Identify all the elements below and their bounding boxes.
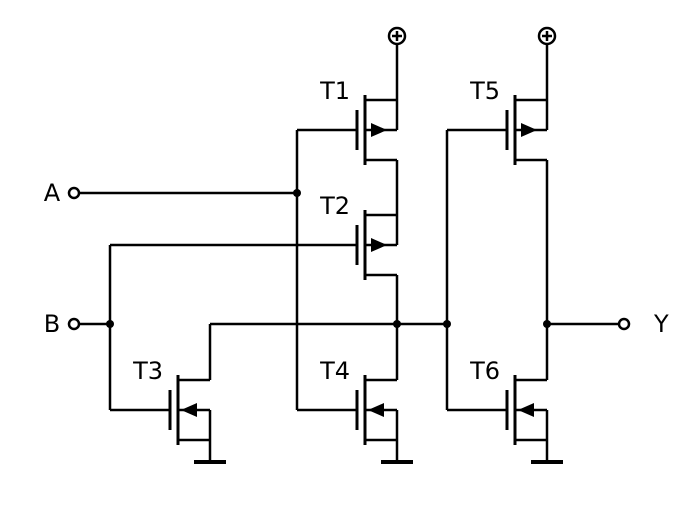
- transistor-t1-label: T1: [319, 77, 350, 105]
- input-b-terminal: [67, 317, 81, 331]
- ground-icon: [192, 438, 228, 464]
- junction-dot: [393, 320, 401, 328]
- input-a-terminal: [67, 186, 81, 200]
- power-supply-icon: [387, 26, 407, 46]
- transistor-t3-symbol: [168, 373, 212, 447]
- transistor-t3-label: T3: [132, 357, 163, 385]
- junction-dot: [443, 320, 451, 328]
- circuit-geometry: [67, 26, 631, 464]
- transistor-t5-symbol: [505, 93, 549, 167]
- transistor-t6-symbol: [505, 373, 549, 447]
- transistor-t4-symbol: [355, 373, 399, 447]
- ground-icon: [379, 438, 415, 464]
- ground-icon: [529, 438, 565, 464]
- output-y-label: Y: [653, 310, 669, 338]
- transistor-t2-label: T2: [319, 192, 350, 220]
- input-a-label: A: [44, 179, 61, 207]
- junction-dot: [543, 320, 551, 328]
- labels: A B Y T1 T2 T3 T4 T5 T6: [44, 77, 669, 385]
- transistor-t4-label: T4: [319, 357, 350, 385]
- junction-dot: [106, 320, 114, 328]
- transistor-t2-symbol: [355, 208, 399, 282]
- transistor-t1-symbol: [355, 93, 399, 167]
- power-supply-icon: [537, 26, 557, 46]
- transistor-t5-label: T5: [469, 77, 500, 105]
- transistor-t6-label: T6: [469, 357, 500, 385]
- output-y-terminal: [617, 317, 631, 331]
- input-b-label: B: [44, 310, 60, 338]
- junction-dot: [293, 189, 301, 197]
